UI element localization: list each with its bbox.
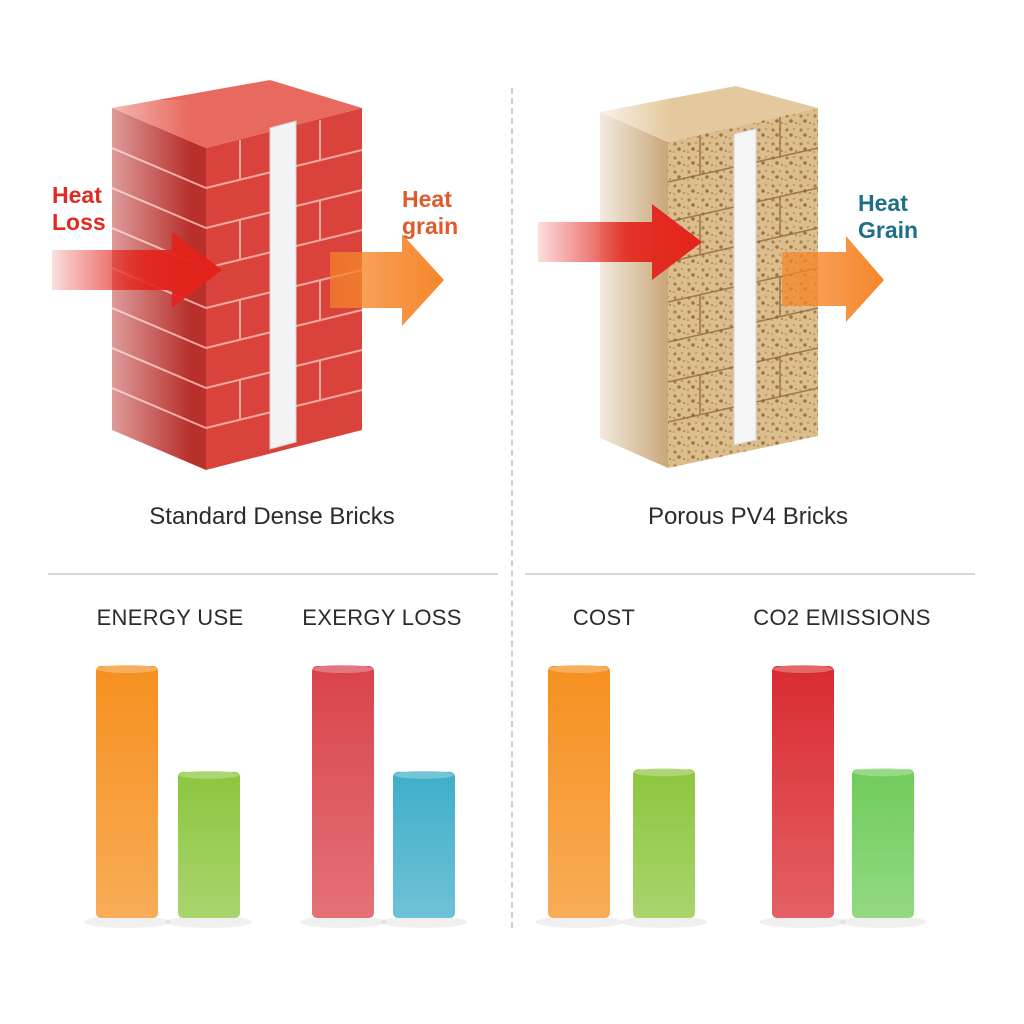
exergy-loss-bar-2 (393, 771, 455, 918)
cost-bar-2-cap (634, 768, 694, 777)
energy-use-bar-1-shadow (83, 916, 171, 928)
cost-bar-1 (548, 666, 610, 918)
exergy-loss-bar-1-shadow (299, 916, 387, 928)
exergy-loss-bar-1-cap (313, 665, 373, 673)
cost-bar-1-cap (549, 665, 609, 673)
vertical-divider (511, 88, 513, 928)
exergy-loss-bar-2-shadow (380, 916, 468, 928)
exergy-loss-bar-2-cap (394, 770, 454, 779)
porous-brick-wall (580, 86, 819, 500)
co2-emissions-bar-1-shadow (759, 916, 847, 928)
exergy-loss-title: EXERGY LOSS (302, 605, 462, 630)
heat-grain-arrow-left (330, 234, 444, 326)
horizontal-divider-left (48, 573, 498, 575)
cost-bar-1-shadow (535, 916, 623, 928)
horizontal-divider-right (525, 573, 975, 575)
energy-use-bar-1 (96, 666, 158, 918)
energy-use-title: ENERGY USE (96, 605, 244, 630)
dense-brick-wall (40, 80, 363, 500)
co2-emissions-bar-2-cap (853, 768, 913, 777)
heat-grain-arrow-right (782, 236, 884, 322)
co2-emissions-title: CO2 EMISSIONS (753, 605, 931, 630)
cost-title: COST (572, 605, 636, 630)
energy-use-bar-2 (178, 771, 240, 918)
exergy-loss-bar-1 (312, 666, 374, 918)
energy-use-bar-2-shadow (165, 916, 253, 928)
cost-bar-2 (633, 769, 695, 918)
energy-use-bar-1-cap (97, 665, 157, 673)
co2-emissions-bar-1 (772, 666, 834, 918)
cost-bar-2-shadow (620, 916, 708, 928)
wall-illustrations (40, 80, 884, 500)
co2-emissions-bar-1-cap (773, 665, 833, 673)
heat-loss-arrow-right (538, 204, 702, 280)
co2-emissions-bar-2-shadow (839, 916, 927, 928)
energy-use-bar-2-cap (179, 770, 239, 779)
heat-loss-arrow (52, 232, 222, 308)
co2-emissions-bar-2 (852, 769, 914, 918)
porous-bricks-caption: Porous PV4 Bricks (647, 503, 849, 530)
dense-bricks-caption: Standard Dense Bricks (149, 503, 395, 530)
